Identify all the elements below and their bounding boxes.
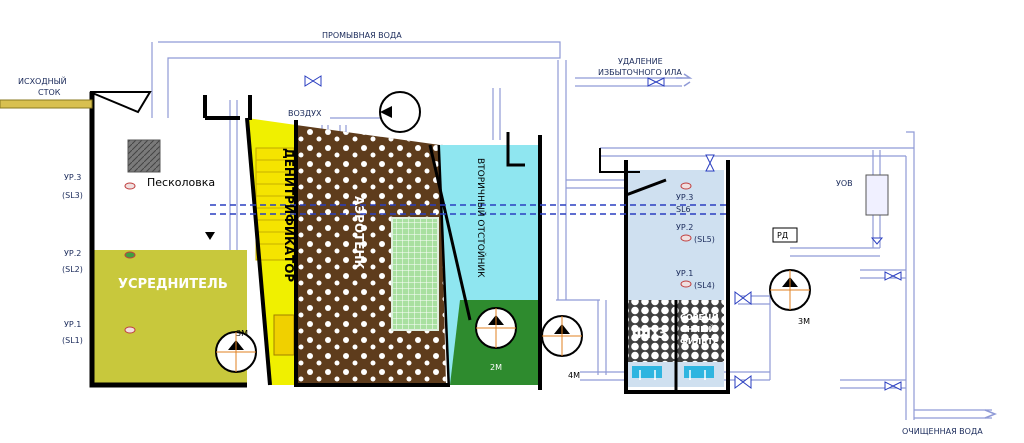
- level-sensors: [124, 182, 692, 334]
- sorption-label-1: СОРБЦИ: [680, 313, 719, 322]
- fpz-label: ФПЗ: [632, 326, 668, 342]
- sl3-label: (SL3): [62, 191, 83, 200]
- sl2-label: (SL2): [62, 265, 83, 274]
- pump-3m-left-label: 3М: [236, 329, 248, 338]
- sand-trap-label: Песколовка: [147, 176, 215, 189]
- pump-3m-left: [215, 331, 257, 373]
- sand-trap-block: [127, 139, 161, 173]
- rd-box: [772, 227, 798, 243]
- level1b-label: УР.1: [676, 269, 693, 278]
- drain-block-1: [632, 366, 662, 378]
- sorption-label-3: ФИЛЬТР: [680, 337, 719, 346]
- denitrifier-tank: [203, 95, 296, 386]
- sludge-label-2: ИЗБЫТОЧНОГО ИЛА: [598, 68, 682, 77]
- air-blower: [379, 91, 421, 133]
- valves: [304, 75, 902, 391]
- equalizer-label: УСРЕДНИТЕЛЬ: [118, 277, 228, 292]
- filter-unit: [599, 148, 730, 394]
- pump-3m-right-label: 3М: [798, 317, 810, 326]
- source-label: ИСХОДНЫЙ: [18, 75, 67, 86]
- pump-4m-label: 4М: [568, 371, 580, 380]
- sludge-label-1: УДАЛЕНИЕ: [618, 57, 663, 66]
- fpz-media: [626, 300, 676, 362]
- uov-unit: [865, 174, 889, 216]
- aerotank: [294, 120, 453, 387]
- uov-label: УОВ: [836, 179, 853, 188]
- clean-water-label: ОЧИЩЕННАЯ ВОДА: [902, 427, 983, 436]
- pump-2m: [475, 307, 517, 349]
- level1-label: УР.1: [64, 320, 81, 329]
- aeration-module: [391, 217, 439, 331]
- settler-label: ВТОРИЧНЫЙ ОТСТОЙНИК: [475, 158, 487, 278]
- pump-3m-right: [769, 269, 811, 311]
- sl1-label: (SL1): [62, 336, 83, 345]
- inlet-pipe: [0, 91, 152, 114]
- pump-2m-label: 2М: [490, 363, 502, 372]
- sl5-label: (SL5): [694, 235, 715, 244]
- sorption-media: [676, 300, 724, 362]
- pump-4m: [541, 315, 583, 357]
- level3-label: УР.3: [64, 173, 81, 182]
- level3b-label: УР.3: [676, 193, 693, 202]
- aerotank-label: АЭРОТЕНК: [352, 196, 366, 270]
- level2-label: УР.2: [64, 249, 81, 258]
- level2b-label: УР.2: [676, 223, 693, 232]
- sl4-label: (SL4): [694, 281, 715, 290]
- rd-label: РД: [777, 231, 788, 240]
- denitrifier-label: ДЕНИТРИФИКАТОР: [282, 148, 296, 282]
- sl6-label: SL6: [676, 205, 691, 214]
- flow-arrows: [205, 73, 998, 419]
- source-label-2: СТОК: [38, 88, 61, 97]
- wash-water-label: ПРОМЫВНАЯ ВОДА: [322, 31, 402, 40]
- drain-block-2: [684, 366, 714, 378]
- sorption-label-2: ОННЫЙ: [680, 323, 715, 334]
- air-label: ВОЗДУХ: [288, 109, 322, 118]
